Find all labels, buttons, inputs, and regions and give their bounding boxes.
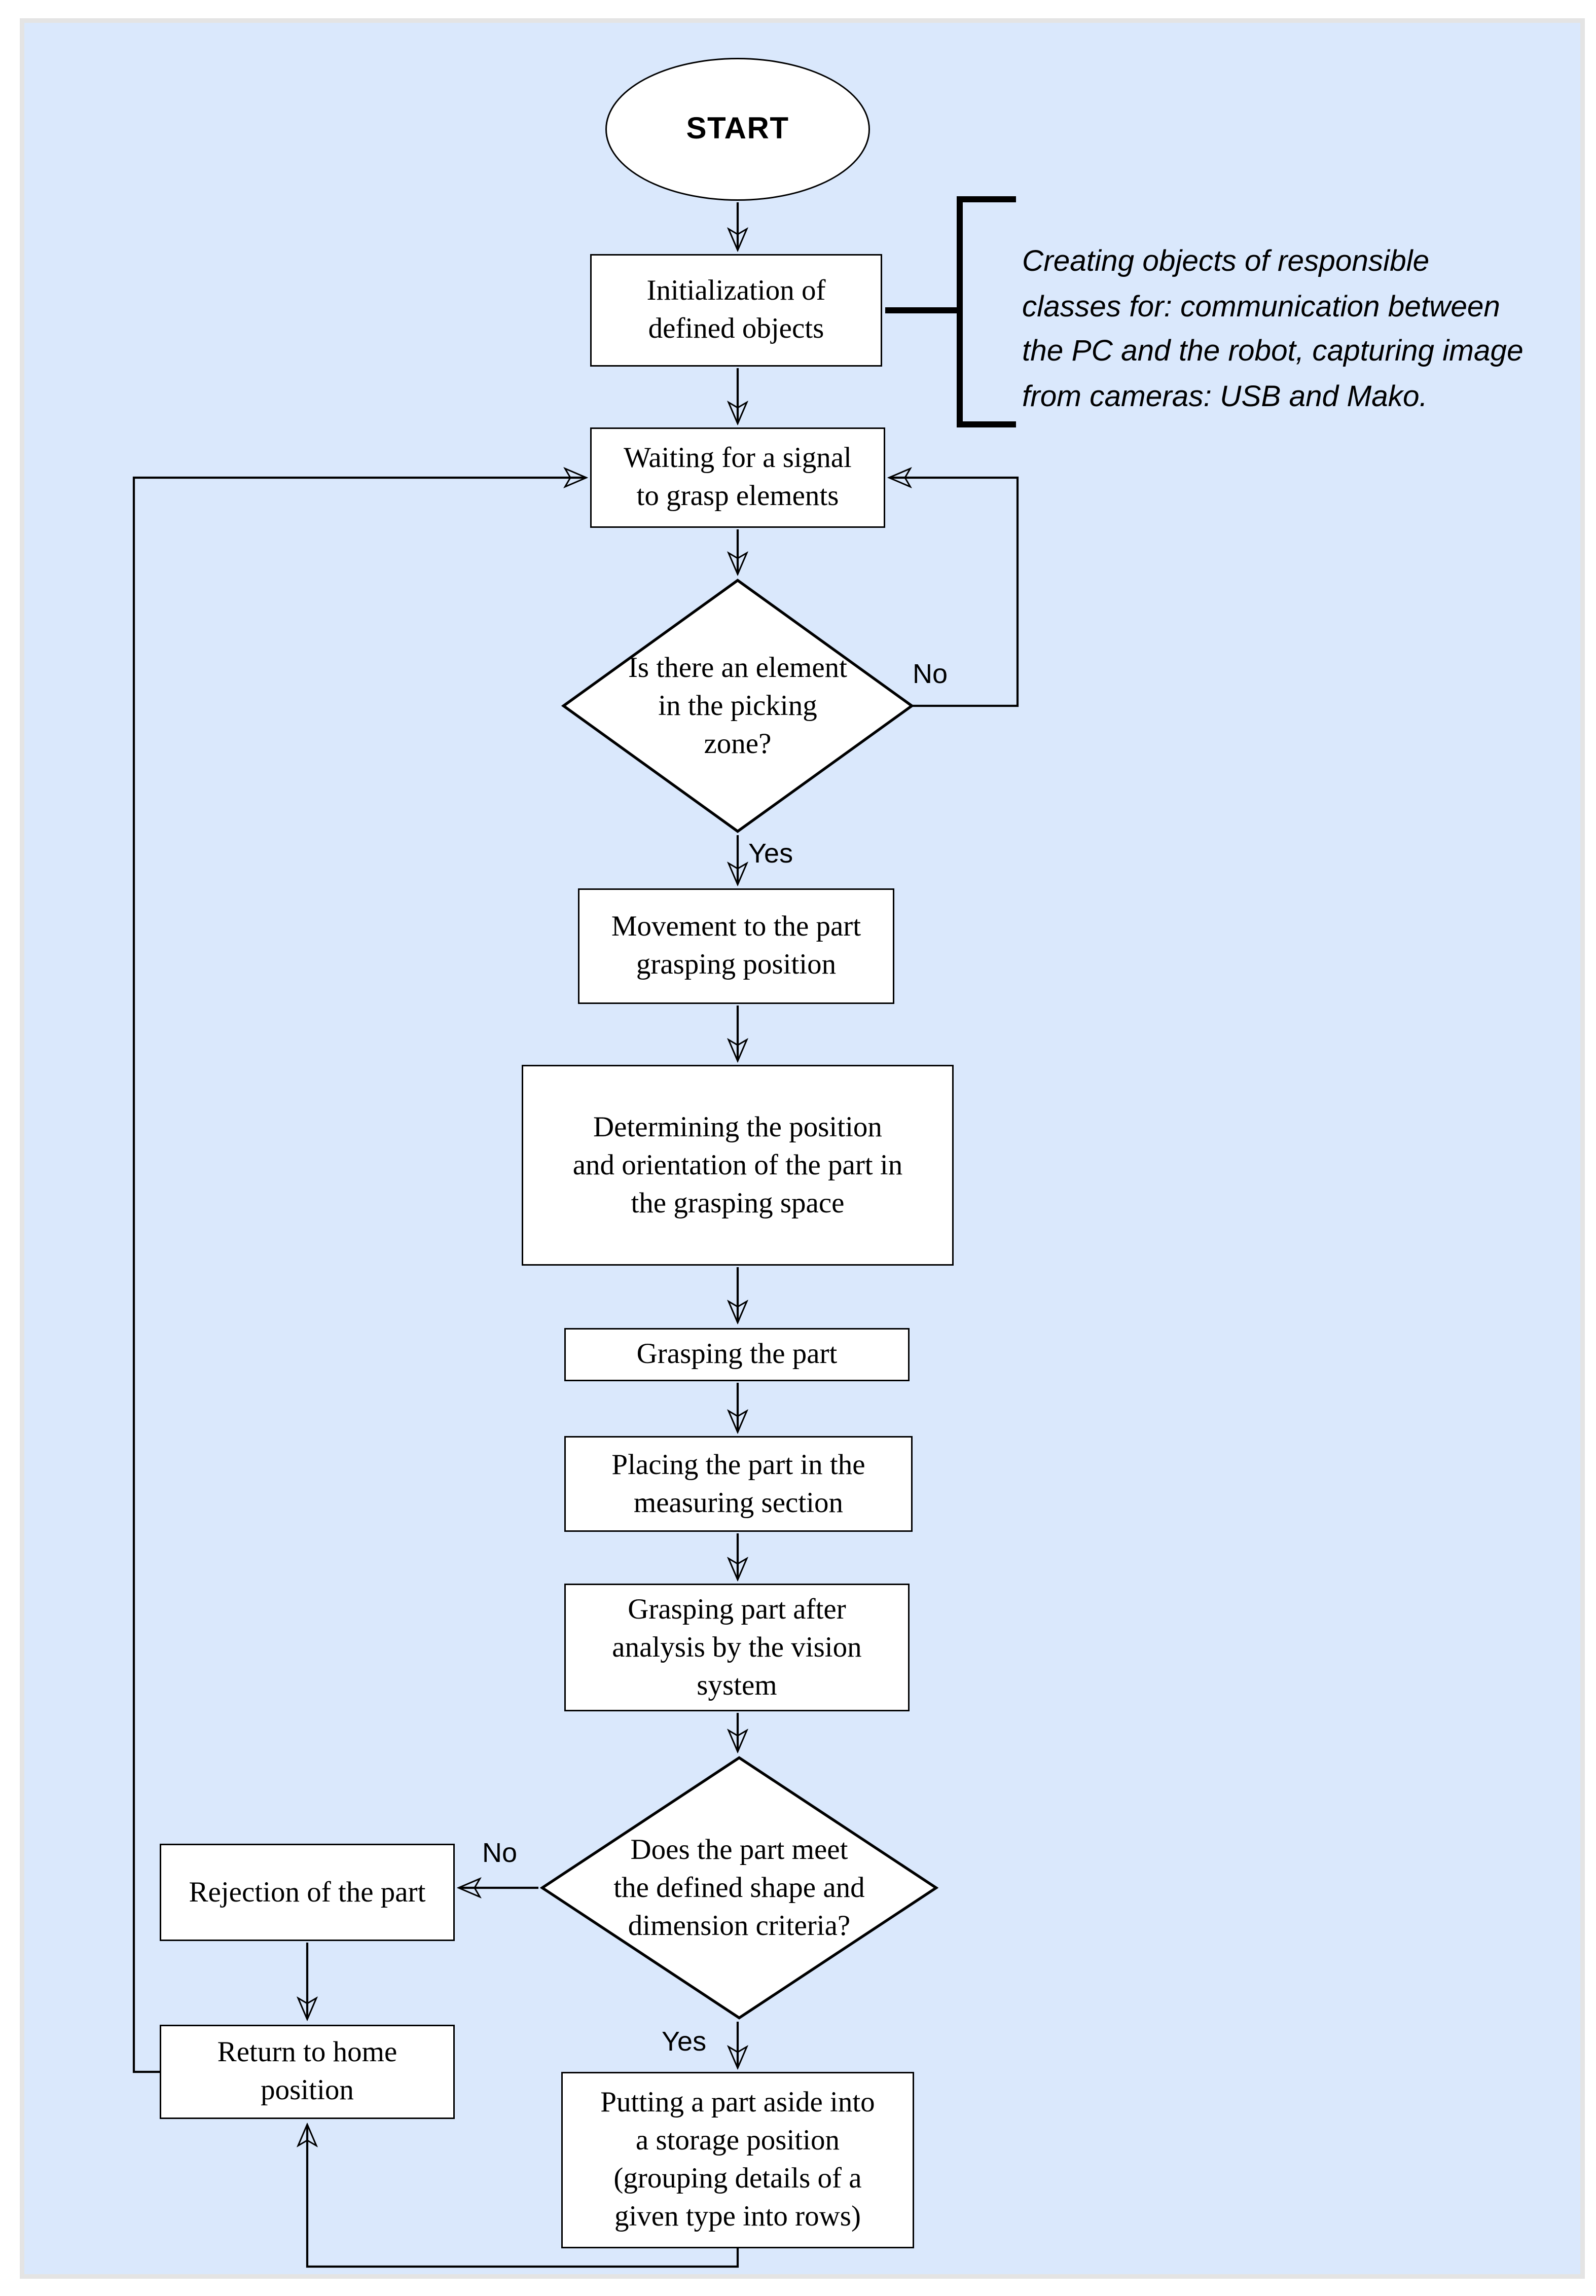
- edge-label-criteria-no: No: [482, 1838, 518, 1868]
- node-waiting-for-signal: Waiting for a signal to grasp elements: [590, 427, 885, 528]
- edge-label-criteria-yes: Yes: [662, 2026, 707, 2057]
- node-decision-criteria: Does the part meet the defined shape and…: [540, 1755, 938, 2020]
- decision-picking-label: Is there an element in the picking zone?: [628, 652, 847, 760]
- node-return-home: Return to home position: [160, 2025, 455, 2119]
- node-placing-measuring: Placing the part in the measuring sectio…: [564, 1436, 913, 1532]
- node-start: START: [605, 58, 870, 201]
- node-initialization: Initialization of defined objects: [590, 254, 882, 367]
- decision-criteria-label: Does the part meet the defined shape and…: [613, 1834, 865, 1942]
- edge-label-picking-yes: Yes: [748, 838, 793, 869]
- node-grasping-after-analysis: Grasping part after analysis by the visi…: [564, 1584, 910, 1711]
- edge-label-picking-no: No: [913, 659, 948, 689]
- decision-diamond-shape: [540, 1756, 938, 2020]
- node-decision-picking-zone: Is there an element in the picking zone?: [561, 578, 914, 834]
- node-movement-to-grasp: Movement to the part grasping position: [578, 888, 894, 1004]
- decision-diamond-shape: [561, 579, 914, 833]
- node-rejection: Rejection of the part: [160, 1844, 455, 1941]
- node-determining-position: Determining the position and orientation…: [522, 1065, 954, 1266]
- node-grasping-part: Grasping the part: [564, 1328, 910, 1381]
- node-putting-aside: Putting a part aside into a storage posi…: [561, 2072, 914, 2248]
- init-annotation-text: Creating objects of responsible classes …: [1022, 245, 1524, 413]
